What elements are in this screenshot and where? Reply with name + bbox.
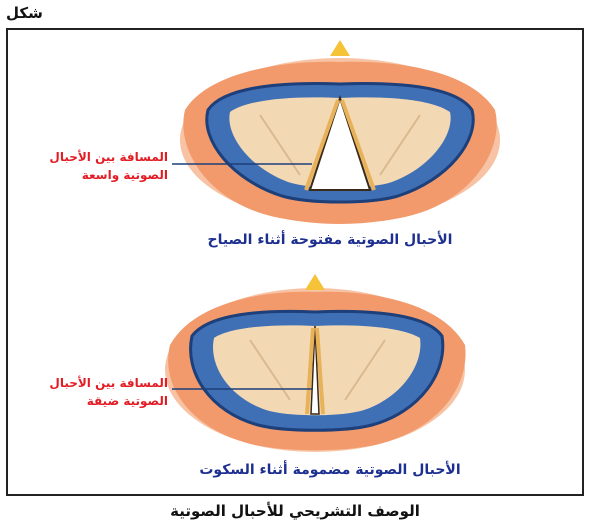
open-side-label: المسافة بين الأحبال الصوتية واسعة [18, 148, 168, 184]
open-top-tip [330, 40, 350, 56]
closed-side-label-line2: الصوتية ضيقة [18, 392, 168, 410]
closed-top-tip [305, 274, 325, 290]
open-vocal-folds-diagram [172, 40, 500, 224]
closed-vocal-folds-diagram [165, 274, 466, 452]
closed-side-label-line1: المسافة بين الأحبال [18, 374, 168, 392]
open-caption: الأحبال الصوتية مفتوحة أثناء الصياح [130, 232, 530, 248]
open-side-label-line2: الصوتية واسعة [18, 166, 168, 184]
open-side-label-line1: المسافة بين الأحبال [18, 148, 168, 166]
closed-caption: الأحبال الصوتية مضمومة أثناء السكوت [130, 462, 530, 478]
closed-side-label: المسافة بين الأحبال الصوتية ضيقة [18, 374, 168, 410]
figure-title: الوصف التشريحي للأحبال الصوتية [0, 502, 590, 520]
